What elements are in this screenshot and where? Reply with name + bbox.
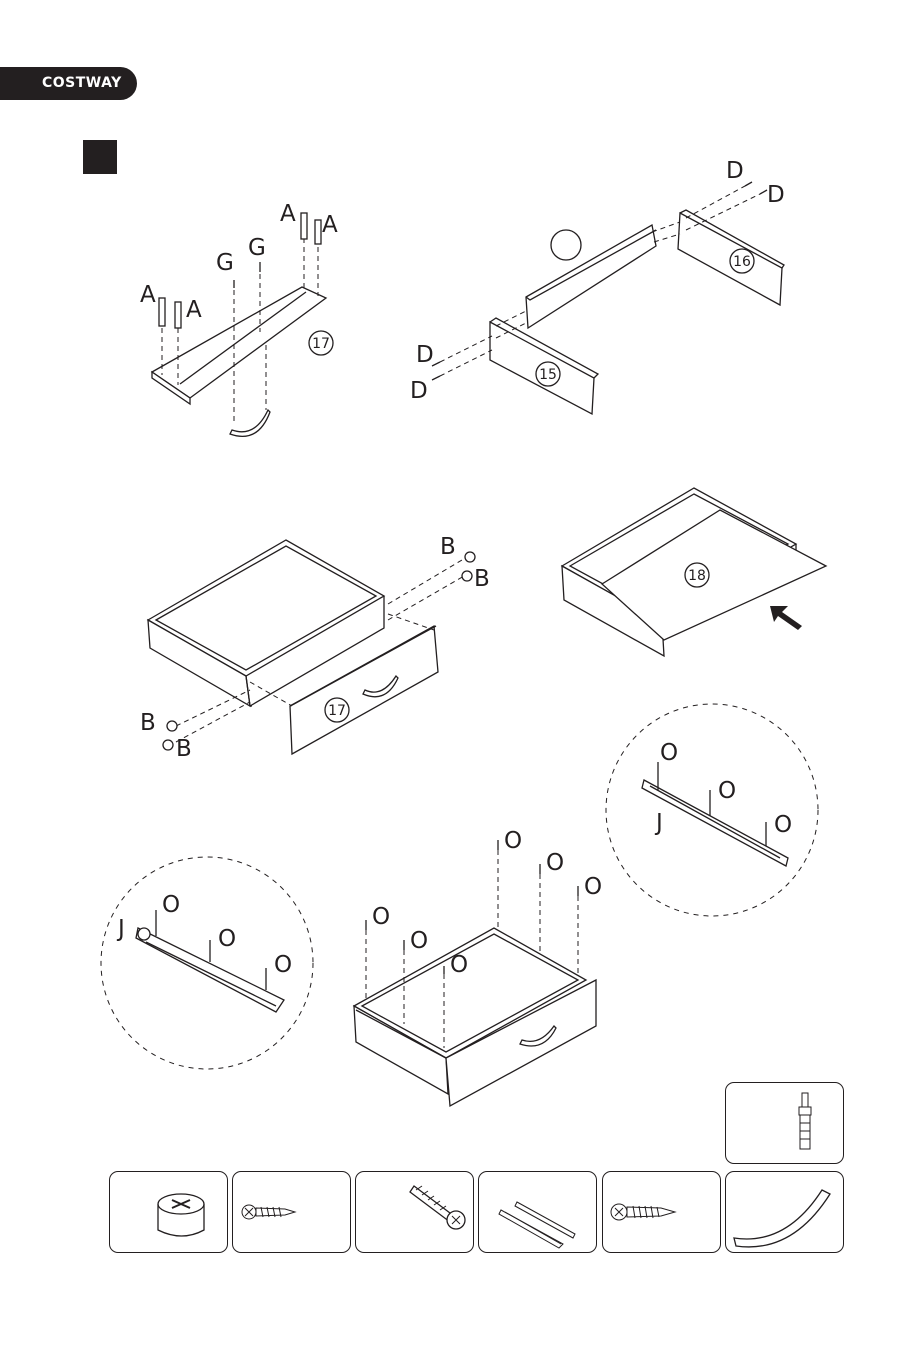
front-panel-diagram: A A A A G G 17 xyxy=(140,201,338,436)
label-b: B xyxy=(474,566,490,592)
label-o: O xyxy=(450,952,468,978)
label-g: G xyxy=(248,235,266,261)
part-16-label: 16 xyxy=(733,254,751,270)
label-o: O xyxy=(718,778,736,804)
part-18-label: 18 xyxy=(688,568,706,584)
label-a: A xyxy=(322,212,338,238)
label-o: O xyxy=(774,812,792,838)
label-j: J xyxy=(654,810,663,836)
hardware-cam-lock-box xyxy=(109,1171,228,1253)
slide-detail-right: O O O J xyxy=(606,704,818,916)
label-g: G xyxy=(216,250,234,276)
drawer-frame-diagram: 17 B B B B xyxy=(140,534,490,762)
label-a: A xyxy=(186,297,202,323)
label-d: D xyxy=(410,378,428,404)
hardware-handle-box xyxy=(725,1171,844,1253)
drawer-slide-icon xyxy=(479,1172,596,1252)
label-j: J xyxy=(116,916,125,942)
label-o: O xyxy=(504,828,522,854)
label-a: A xyxy=(140,282,156,308)
hardware-short-screw-box xyxy=(232,1171,351,1253)
label-a: A xyxy=(280,201,296,227)
short-screw-icon xyxy=(233,1172,350,1252)
hardware-slide-box xyxy=(478,1171,597,1253)
label-o: O xyxy=(584,874,602,900)
label-b: B xyxy=(440,534,456,560)
label-b: B xyxy=(140,710,156,736)
label-o: O xyxy=(162,892,180,918)
part-15-label: 15 xyxy=(539,367,557,383)
label-d: D xyxy=(726,158,744,184)
assembled-drawer-diagram: O O O O O O xyxy=(354,828,602,1106)
bolt-icon xyxy=(356,1172,473,1252)
label-o: O xyxy=(274,952,292,978)
hardware-wood-screw-box xyxy=(602,1171,721,1253)
label-b: B xyxy=(176,736,192,762)
label-d: D xyxy=(767,182,785,208)
label-o: O xyxy=(218,926,236,952)
label-d: D xyxy=(416,342,434,368)
cam-bolt-icon xyxy=(726,1083,843,1163)
cam-lock-icon xyxy=(110,1172,227,1252)
part-17-label: 17 xyxy=(328,703,346,719)
hardware-bolt-box xyxy=(355,1171,474,1253)
label-o: O xyxy=(660,740,678,766)
handle-icon xyxy=(726,1172,843,1252)
label-o: O xyxy=(546,850,564,876)
slide-detail-left: O O O J xyxy=(101,857,313,1069)
label-o: O xyxy=(372,904,390,930)
bottom-panel-diagram: 18 xyxy=(562,488,826,656)
side-panels-diagram: 16 15 D D D D xyxy=(410,158,785,414)
wood-screw-icon xyxy=(603,1172,720,1252)
hardware-cam-bolt-box xyxy=(725,1082,844,1164)
part-17-label: 17 xyxy=(312,336,330,352)
label-o: O xyxy=(410,928,428,954)
